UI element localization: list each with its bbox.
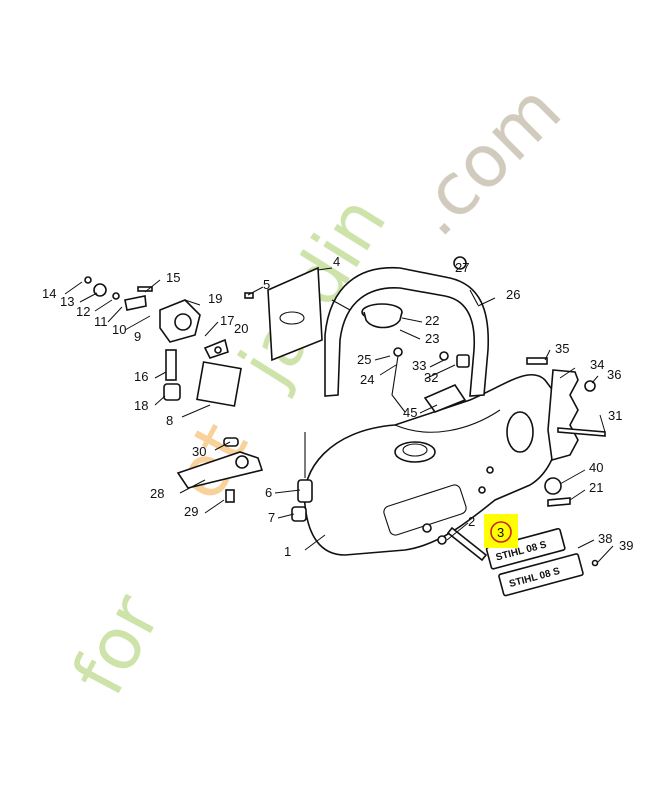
part-label-15: 15	[166, 270, 180, 285]
part-label-21: 21	[589, 480, 603, 495]
part-label-16: 16	[134, 369, 148, 384]
part-label-2: 2	[468, 514, 475, 529]
carburetor-part	[159, 299, 242, 407]
part-label-36: 36	[607, 367, 621, 382]
part-label-7: 7	[268, 510, 275, 525]
part-label-26: 26	[506, 287, 520, 302]
part-labels: 14 13 12 11 10 9 15 19 17 20 16 18 8 5 4…	[42, 254, 633, 559]
oil-cap-part	[361, 303, 403, 329]
part-label-27: 27	[455, 260, 469, 275]
part-label-11: 11	[94, 314, 108, 329]
plate-part	[267, 266, 323, 362]
part-label-34: 34	[590, 357, 604, 372]
part-label-29: 29	[184, 504, 198, 519]
part-label-20: 20	[234, 321, 248, 336]
leader-lines	[64, 267, 614, 563]
part-label-18: 18	[134, 398, 148, 413]
part-label-13: 13	[60, 294, 74, 309]
part-label-8: 8	[166, 413, 173, 428]
part-label-10: 10	[112, 322, 126, 337]
part-label-14: 14	[42, 286, 56, 301]
part-label-24: 24	[360, 372, 374, 387]
part-label-12: 12	[76, 304, 90, 319]
part-label-28: 28	[150, 486, 164, 501]
part-label-30: 30	[192, 444, 206, 459]
highlight-part-3[interactable]: 3	[484, 514, 518, 548]
highlight-circle	[490, 521, 512, 543]
part-label-1: 1	[284, 544, 291, 559]
part-label-40: 40	[589, 460, 603, 475]
part-label-45: 45	[403, 405, 417, 420]
part-label-38: 38	[598, 531, 612, 546]
part-label-39: 39	[619, 538, 633, 553]
part-label-32: 32	[424, 370, 438, 385]
part-label-35: 35	[555, 341, 569, 356]
part-label-23: 23	[425, 331, 439, 346]
handlebar-part	[324, 266, 490, 397]
part-label-31: 31	[608, 408, 622, 423]
nameplates: STIHL 08 S STIHL 08 S	[485, 527, 599, 597]
part-label-33: 33	[412, 358, 426, 373]
watermark-part-4: .com	[393, 68, 577, 252]
part-label-5: 5	[263, 277, 270, 292]
part-label-19: 19	[208, 291, 222, 306]
part-label-6: 6	[265, 485, 272, 500]
part-label-3: 3	[497, 525, 504, 540]
small-hardware	[84, 256, 606, 562]
part-label-9: 9	[134, 329, 141, 344]
part-label-17: 17	[220, 313, 234, 328]
part-label-4: 4	[333, 254, 340, 269]
part-label-25: 25	[357, 352, 371, 367]
part-label-22: 22	[425, 313, 439, 328]
watermark-part-1: for	[56, 581, 177, 708]
